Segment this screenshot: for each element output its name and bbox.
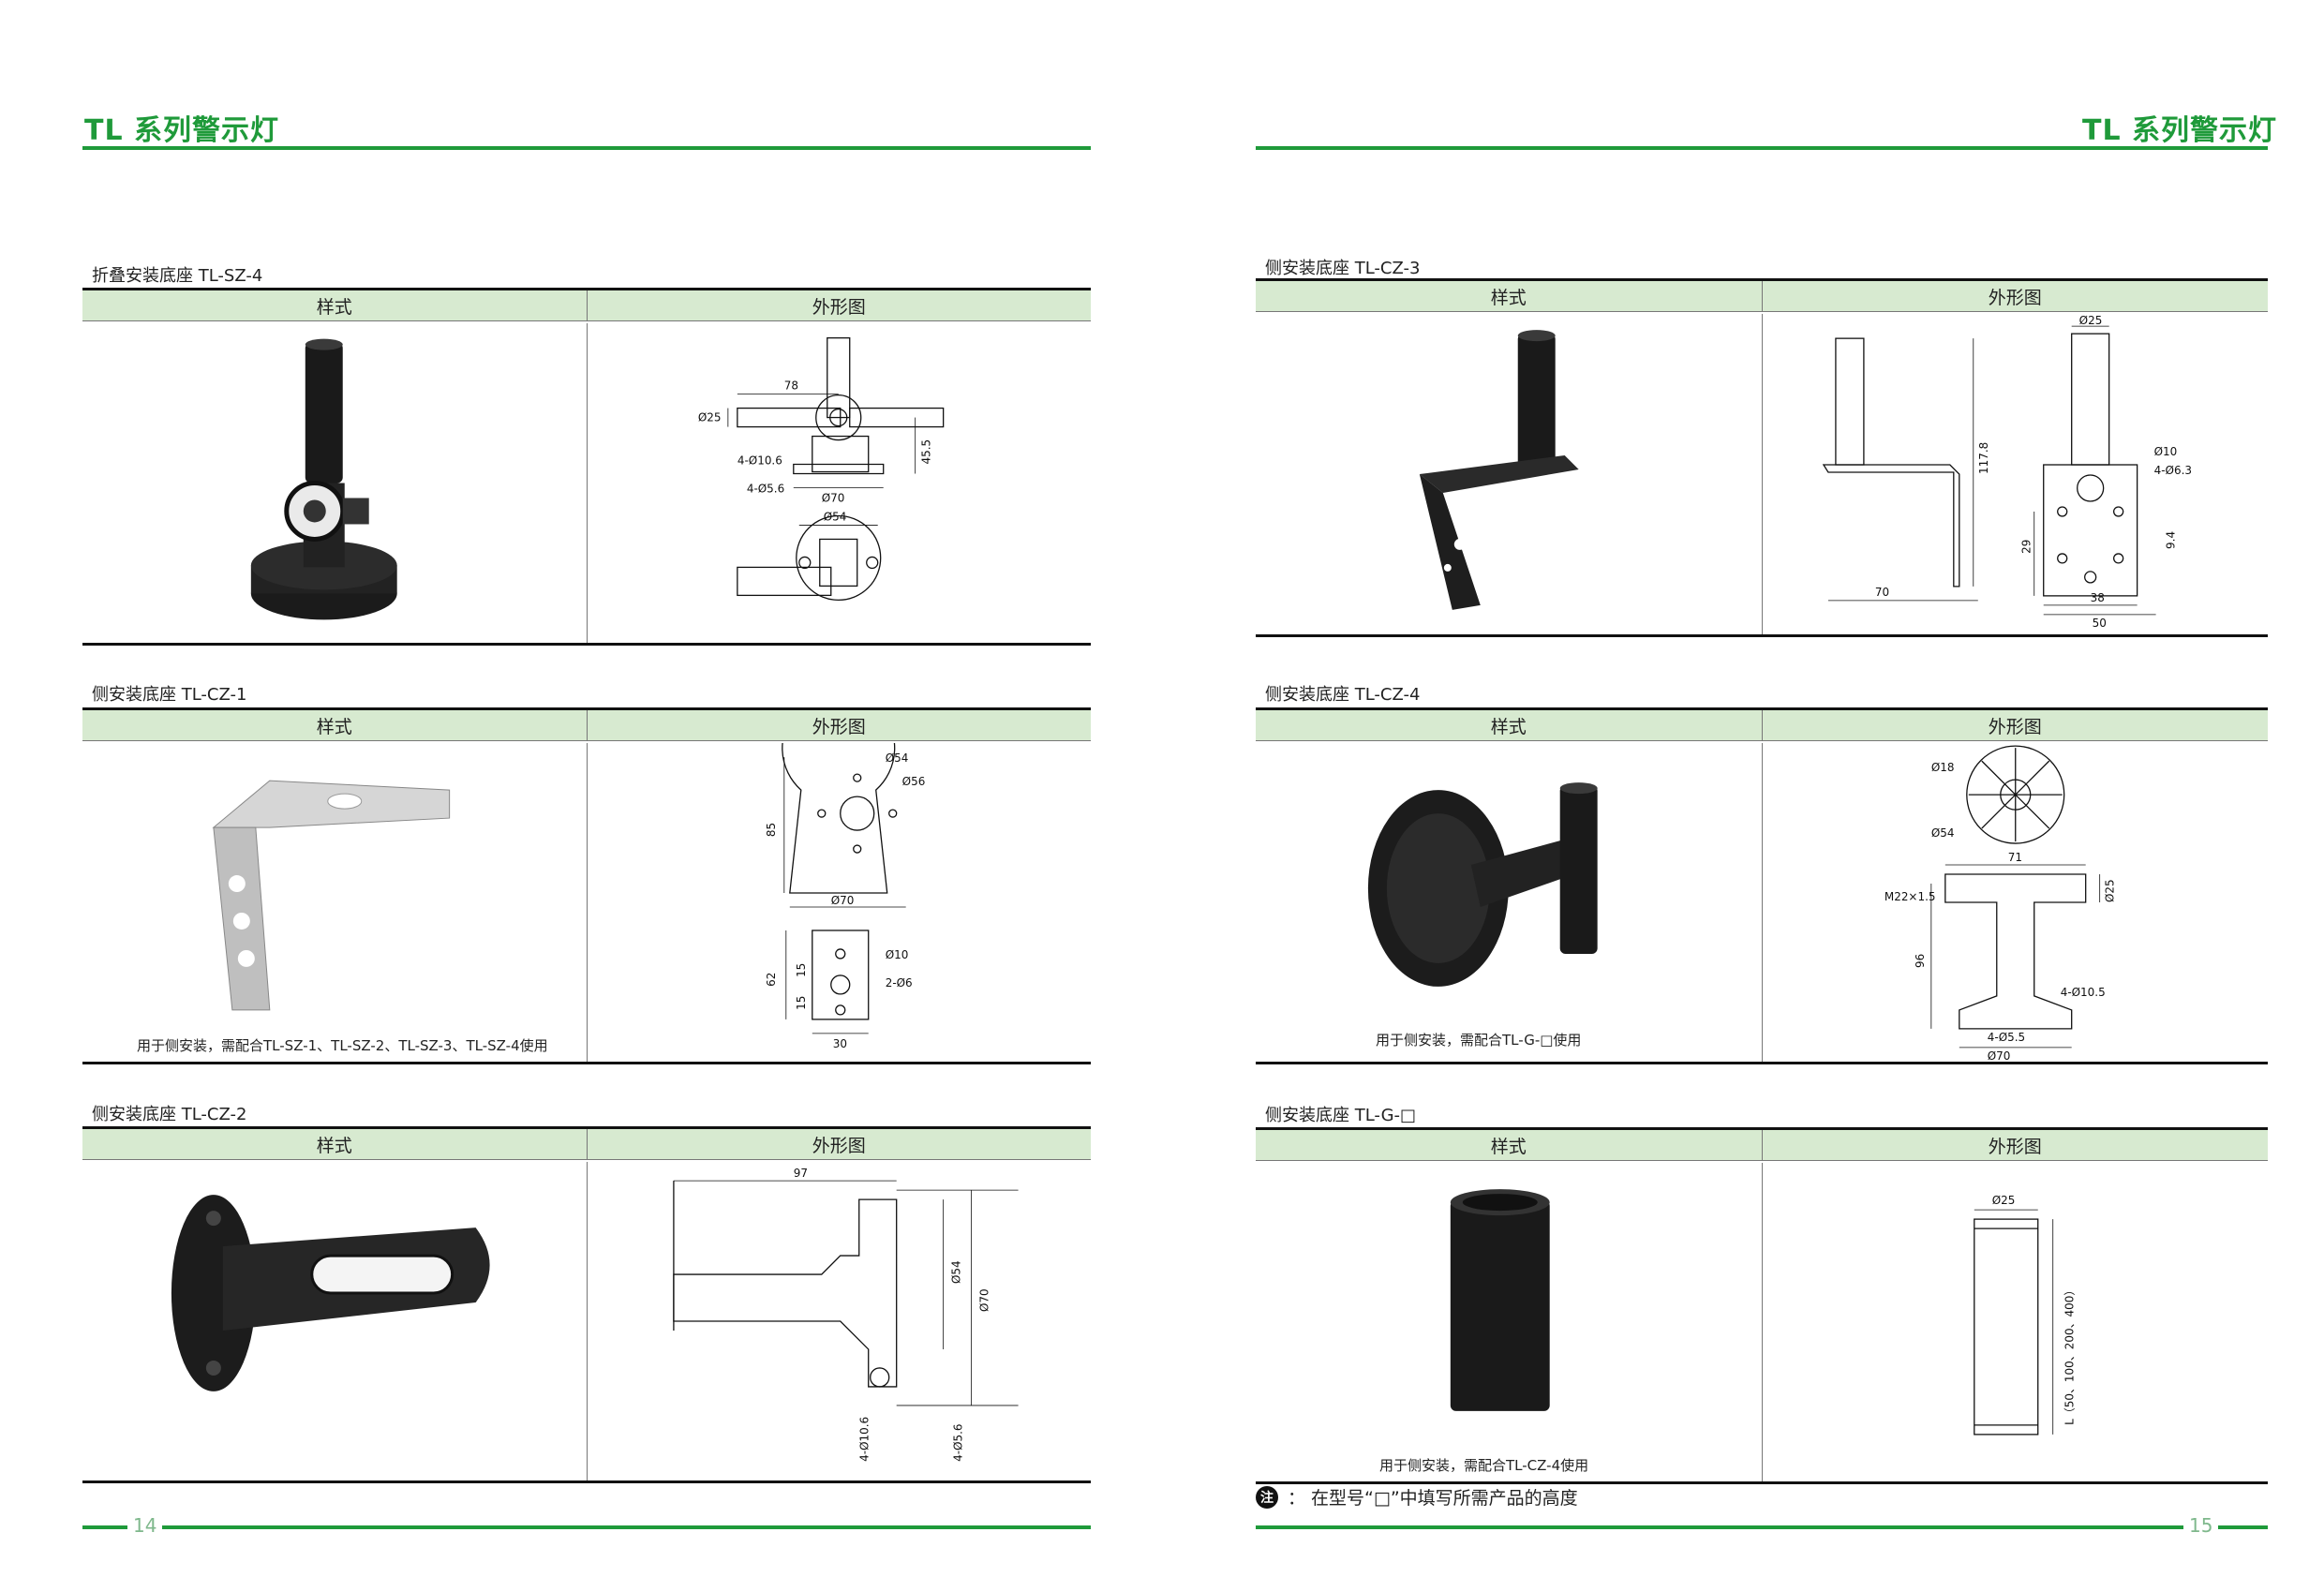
table-header: 样式 外形图 <box>1256 710 2268 741</box>
header-rule-right <box>1256 146 2268 150</box>
outline-drawing-cz4: Ø18 Ø54 71 M22×1.5 Ø25 96 4-Ø10.5 4-Ø5.5… <box>1761 743 2269 1062</box>
dim-label: 4-Ø10.6 <box>737 454 782 468</box>
dim-label: 4-Ø10.6 <box>857 1417 871 1462</box>
dim-label: M22×1.5 <box>1884 890 1935 903</box>
dim-label: 78 <box>783 379 797 393</box>
dim-label: Ø25 <box>2103 879 2116 902</box>
product-photo-cz2 <box>82 1162 587 1480</box>
col-style-header: 样式 <box>316 1135 352 1156</box>
outline-drawing-cz1: Ø54 Ø56 85 Ø70 Ø10 2-Ø6 62 15 15 30 <box>586 743 1092 1062</box>
dim-label: Ø10 <box>2153 445 2177 458</box>
dim-label: 4-Ø5.5 <box>1987 1031 2024 1044</box>
dim-label: Ø25 <box>697 411 721 424</box>
col-outline-header: 外形图 <box>1761 1130 2269 1160</box>
dim-label: 4-Ø5.6 <box>746 482 783 495</box>
product-photo-cz3 <box>1256 314 1762 634</box>
section-title-cz2: 侧安装底座 TL-CZ-2 <box>92 1105 247 1124</box>
page-number-left: 14 <box>127 1514 163 1537</box>
note-g: 用于侧安装，需配合TL-CZ-4使用 <box>1379 1457 1589 1474</box>
dim-label: Ø54 <box>885 751 908 765</box>
outline-drawing-g: Ø25 L（50、100、200、400） <box>1761 1163 2269 1481</box>
dim-label: 9.4 <box>2164 531 2177 549</box>
dim-label: 2-Ø6 <box>885 976 912 989</box>
product-photo-cz4: 用于侧安装，需配合TL-G-□使用 <box>1256 743 1762 1062</box>
dim-label: L（50、100、200、400） <box>2063 1285 2076 1425</box>
col-outline-header: 外形图 <box>1761 281 2269 311</box>
dim-label: Ø10 <box>885 948 908 961</box>
table-sz4: 样式 外形图 <box>82 288 1091 646</box>
section-title-g: 侧安装底座 TL-G-□ <box>1265 1106 1417 1125</box>
section-title-cz1: 侧安装底座 TL-CZ-1 <box>92 685 247 705</box>
header-rule-left <box>82 146 1091 150</box>
footer-rule-left <box>82 1525 1091 1529</box>
dim-label: Ø56 <box>901 775 925 788</box>
table-header: 样式 外形图 <box>82 710 1091 741</box>
dim-label: Ø54 <box>1930 826 1954 840</box>
table-cz2: 样式 外形图 <box>82 1126 1091 1483</box>
col-outline-header: 外形图 <box>586 290 1092 320</box>
dim-label: 96 <box>1913 954 1926 968</box>
col-style-header: 样式 <box>1490 1136 1527 1157</box>
dim-label: Ø18 <box>1930 761 1954 774</box>
note-cz1: 用于侧安装，需配合TL-SZ-1、TL-SZ-2、TL-SZ-3、TL-SZ-4… <box>137 1037 548 1054</box>
dim-label: 85 <box>764 823 777 837</box>
table-header: 样式 外形图 <box>1256 1130 2268 1161</box>
outline-drawing-sz4: 78 Ø25 4-Ø10.6 4-Ø5.6 Ø70 45.5 Ø54 <box>586 323 1092 643</box>
brand-title-right: TL 系列警示灯 <box>2082 114 2278 147</box>
dim-label: 50 <box>2092 617 2106 630</box>
col-outline-header: 外形图 <box>586 1129 1092 1159</box>
dim-label: Ø25 <box>1991 1194 2015 1207</box>
dim-label: 30 <box>832 1037 846 1050</box>
section-title-cz3: 侧安装底座 TL-CZ-3 <box>1265 259 1421 278</box>
dim-label: Ø54 <box>949 1260 962 1284</box>
product-photo-cz1: 用于侧安装，需配合TL-SZ-1、TL-SZ-2、TL-SZ-3、TL-SZ-4… <box>82 743 587 1062</box>
dim-label: Ø25 <box>2078 314 2102 327</box>
table-header: 样式 外形图 <box>1256 281 2268 312</box>
table-g: 样式 外形图 用于侧安装，需配合TL-CZ-4使用 <box>1256 1127 2268 1484</box>
product-photo-sz4 <box>82 323 587 643</box>
dim-label: 15 <box>794 996 807 1010</box>
col-outline-header: 外形图 <box>1761 710 2269 740</box>
dim-label: 71 <box>2007 851 2021 864</box>
col-style-header: 样式 <box>316 296 352 318</box>
table-header: 样式 外形图 <box>82 1129 1091 1160</box>
dim-label: 38 <box>2090 591 2104 604</box>
col-outline-header: 外形图 <box>586 710 1092 740</box>
col-style-header: 样式 <box>316 716 352 737</box>
table-header: 样式 外形图 <box>82 290 1091 321</box>
outline-drawing-cz3: Ø25 117.8 Ø10 4-Ø6.3 9.4 29 70 38 50 <box>1761 314 2269 634</box>
dim-label: 4-Ø6.3 <box>2153 464 2191 477</box>
dim-label: 97 <box>793 1167 807 1180</box>
dim-label: 117.8 <box>1976 442 1989 474</box>
footer-rule-right <box>1256 1525 2268 1529</box>
dim-label: Ø70 <box>1987 1049 2010 1062</box>
section-title-cz4: 侧安装底座 TL-CZ-4 <box>1265 685 1421 705</box>
dim-label: Ø70 <box>821 491 844 504</box>
dim-label: 4-Ø10.5 <box>2060 986 2105 999</box>
table-cz3: 样式 外形图 <box>1256 278 2268 637</box>
dim-label: Ø54 <box>823 510 846 523</box>
dim-label: Ø70 <box>830 894 854 907</box>
outline-drawing-cz2: 97 Ø54 Ø70 4-Ø10.6 4-Ø5.6 <box>586 1162 1092 1480</box>
footnote-text: ： 在型号“□”中填写所需产品的高度 <box>1288 1488 1578 1509</box>
dim-label: Ø70 <box>977 1288 991 1312</box>
dim-label: 4-Ø5.6 <box>951 1423 964 1461</box>
table-cz4: 样式 外形图 用于侧安装，需配合TL-G-□使用 <box>1256 707 2268 1064</box>
note-cz4: 用于侧安装，需配合TL-G-□使用 <box>1376 1032 1582 1049</box>
brand-title-left: TL 系列警示灯 <box>84 114 280 147</box>
col-style-header: 样式 <box>1490 287 1527 308</box>
dim-label: 62 <box>764 973 777 987</box>
dim-label: 45.5 <box>919 439 932 465</box>
footnote: 注 ： 在型号“□”中填写所需产品的高度 <box>1256 1484 1578 1510</box>
col-style-header: 样式 <box>1490 716 1527 737</box>
dim-label: 29 <box>2019 540 2033 554</box>
dim-label: 70 <box>1874 586 1888 599</box>
product-photo-g: 用于侧安装，需配合TL-CZ-4使用 <box>1256 1163 1762 1481</box>
note-icon: 注 <box>1256 1485 1278 1509</box>
section-title-sz4: 折叠安装底座 TL-SZ-4 <box>92 266 263 286</box>
page-number-right: 15 <box>2183 1514 2219 1537</box>
dim-label: 15 <box>794 963 807 977</box>
table-cz1: 样式 外形图 用于侧安装，需配合TL-SZ-1、TL-SZ-2、TL-SZ-3、… <box>82 707 1091 1064</box>
